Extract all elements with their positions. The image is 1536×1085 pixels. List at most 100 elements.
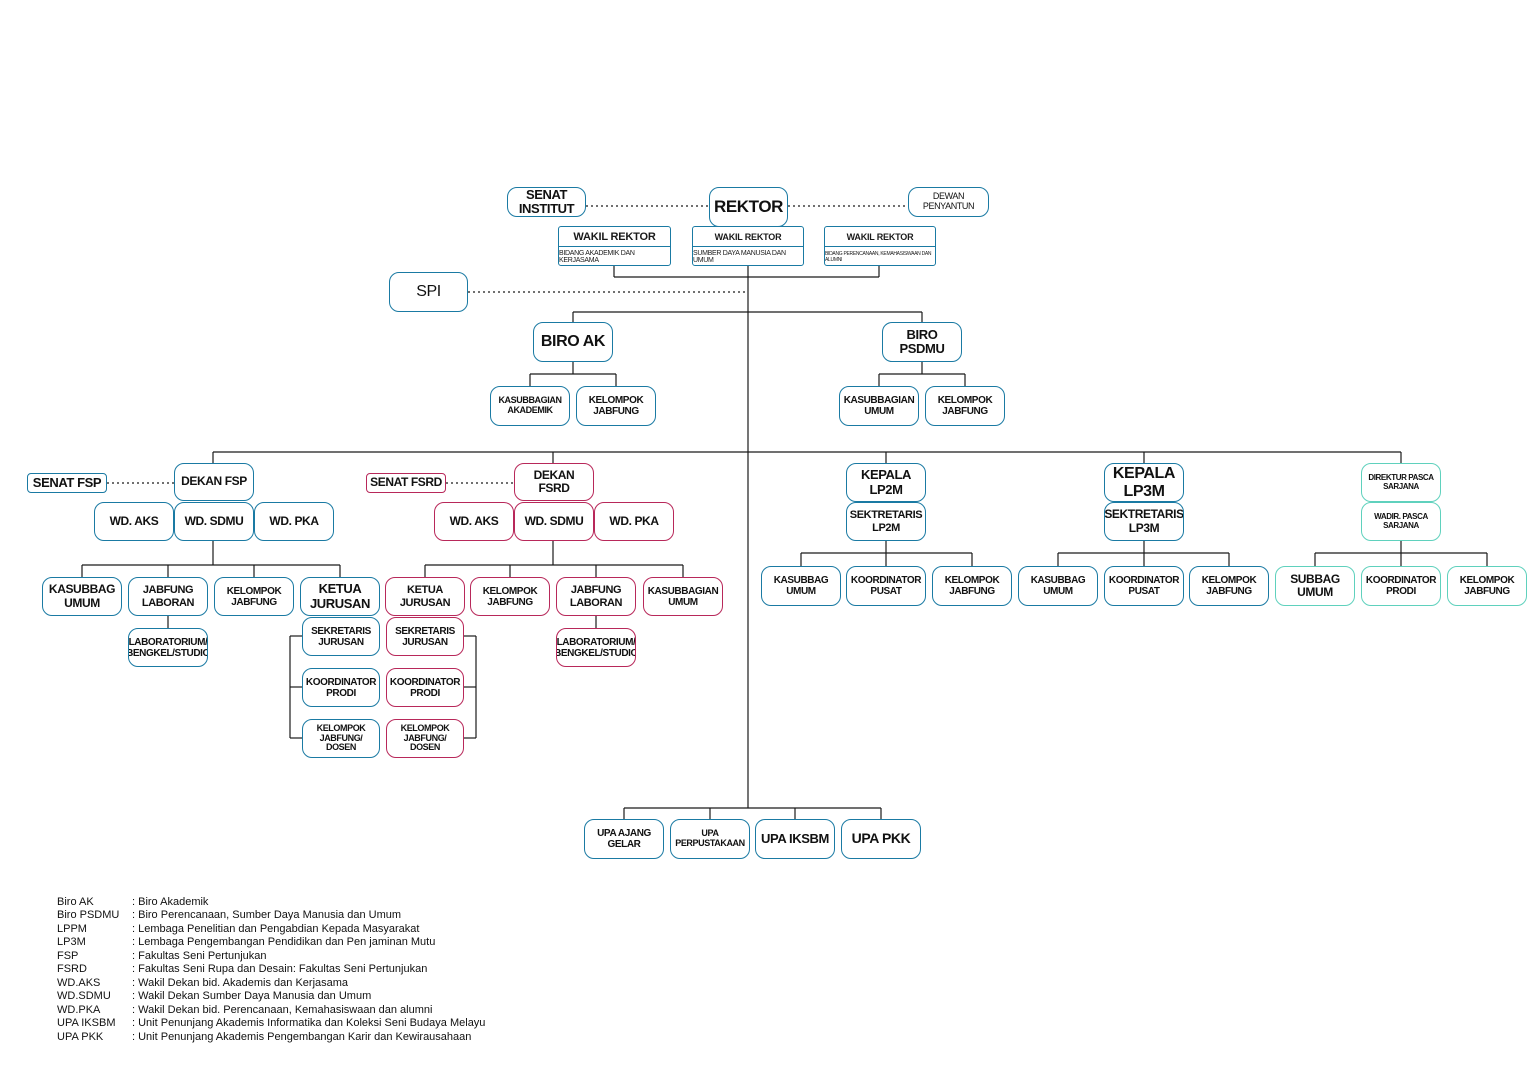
ketua-jurusan-box: KETUA JURUSAN bbox=[385, 577, 465, 616]
legend-key: UPA IKSBM bbox=[57, 1017, 116, 1030]
wakil-rektor-3: WAKIL REKTOR BIDANG PERENCANAAN, KEMAHAS… bbox=[824, 226, 936, 266]
kelompok-jabfung-dosen-box: KELOMPOK JABFUNG/ DOSEN bbox=[302, 719, 380, 758]
sekretaris-lp2m-box: SEKTRETARIS LP2M bbox=[846, 502, 926, 541]
legend-row: WD.SDMU : Wakil Dekan Sumber Daya Manusia… bbox=[57, 990, 485, 1004]
direktur-pasca-box: DIREKTUR PASCA SARJANA bbox=[1361, 463, 1441, 502]
legend-value: : Unit Penunjang Akademis Informatika da… bbox=[132, 1017, 486, 1030]
legend-value: : Wakil Dekan bid. Perencanaan, Kemahasi… bbox=[132, 1003, 433, 1016]
dewan-penyantun-box: DEWAN PENYANTUN bbox=[908, 187, 989, 217]
subbag-umum-box: SUBBAG UMUM bbox=[1275, 566, 1355, 606]
wakil-rektor-2-sub: SUMBER DAYA MANUSIA DAN UMUM bbox=[693, 249, 786, 264]
kasubbagian-akademik-box: KASUBBAGIAN AKADEMIK bbox=[490, 386, 570, 426]
legend-row: WD.AKS : Wakil Dekan bid. Akademis dan Ke… bbox=[57, 976, 485, 990]
kepala-lp3m-box: KEPALA LP3M bbox=[1104, 463, 1184, 502]
legend-value: : Lembaga Pengembangan Pendidikan dan Pe… bbox=[132, 936, 436, 949]
legend-row: LP3M : Lembaga Pengembangan Pendidikan da… bbox=[57, 936, 485, 950]
jabfung-laboran-box: JABFUNG LABORAN bbox=[556, 577, 636, 616]
senat-institut-box: SENAT INSTITUT bbox=[507, 187, 586, 217]
legend-key: FSP bbox=[57, 949, 79, 962]
legend-key: LP3M bbox=[57, 936, 86, 949]
legend-value: : Wakil Dekan bid. Akademis dan Kerjasam… bbox=[132, 976, 349, 989]
legend-row: Biro AK : Biro Akademik bbox=[57, 895, 485, 909]
sekretaris-jurusan-box: SEKRETARIS JURUSAN bbox=[386, 617, 464, 656]
legend-row: UPA PKK : Unit Penunjang Akademis Pengemb… bbox=[57, 1030, 485, 1044]
kasubbag-umum-box: KASUBBAG UMUM bbox=[1018, 566, 1098, 606]
legend-value: : Lembaga Penelitian dan Pengabdian Kepa… bbox=[132, 922, 420, 935]
wd-aks-box: WD. AKS bbox=[434, 502, 514, 541]
koordinator-prodi-box: KOORDINATOR PRODI bbox=[302, 668, 380, 707]
legend-value: : Fakultas Seni Rupa dan Desain: Fakulta… bbox=[132, 963, 428, 976]
kepala-lp2m-box: KEPALA LP2M bbox=[846, 463, 926, 502]
laboratorium-box: LABORATORIUM/ BENGKEL/STUDIO bbox=[556, 628, 636, 667]
wakil-rektor-1-title: WAKIL REKTOR bbox=[559, 227, 670, 247]
kelompok-jabfung-box: KELOMPOK JABFUNG bbox=[932, 566, 1012, 606]
kelompok-jabfung-box: KELOMPOK JABFUNG bbox=[470, 577, 550, 616]
legend-row: Biro PSDMU : Biro Perencanaan, Sumber Day… bbox=[57, 909, 485, 923]
kasubbag-umum-box: KASUBBAG UMUM bbox=[761, 566, 841, 606]
wakil-rektor-2-title: WAKIL REKTOR bbox=[693, 227, 803, 247]
wakil-rektor-1-sub: BIDANG AKADEMIK DAN KERJASAMA bbox=[559, 249, 635, 264]
legend-value: : Unit Penunjang Akademis Pengembangan K… bbox=[132, 1030, 472, 1043]
upa-perpustakaan-box: UPA PERPUSTAKAAN bbox=[670, 819, 750, 859]
legend-key: WD.PKA bbox=[57, 1003, 101, 1016]
koordinator-prodi-box: KOORDINATOR PRODI bbox=[386, 668, 464, 707]
dekan-fsp-box: DEKAN FSP bbox=[174, 463, 254, 501]
wd-pka-box: WD. PKA bbox=[594, 502, 674, 541]
legend-key: FSRD bbox=[57, 963, 87, 976]
wd-pka-box: WD. PKA bbox=[254, 502, 334, 541]
kasubbagian-umum-box: KASUBBAGIAN UMUM bbox=[839, 386, 919, 426]
legend-row: WD.PKA : Wakil Dekan bid. Perencanaan, Ke… bbox=[57, 1003, 485, 1017]
laboratorium-box: LABORATORIUM/ BENGKEL/STUDIO bbox=[128, 628, 208, 667]
sekretaris-lp3m-box: SEKTRETARIS LP3M bbox=[1104, 502, 1184, 541]
legend-key: LPPM bbox=[57, 922, 87, 935]
wakil-rektor-2: WAKIL REKTOR SUMBER DAYA MANUSIA DAN UMU… bbox=[692, 226, 804, 266]
kelompok-jabfung-box: KELOMPOK JABFUNG bbox=[1447, 566, 1527, 606]
wd-aks-box: WD. AKS bbox=[94, 502, 174, 541]
upa-iksbm-box: UPA IKSBM bbox=[755, 819, 835, 859]
jabfung-laboran-box: JABFUNG LABORAN bbox=[128, 577, 208, 616]
koordinator-pusat-box: KOORDINATOR PUSAT bbox=[846, 566, 926, 606]
kasubbag-umum-box: KASUBBAG UMUM bbox=[42, 577, 122, 616]
koordinator-prodi-box: KOORDINATOR PRODI bbox=[1361, 566, 1441, 606]
wd-sdmu-box: WD. SDMU bbox=[514, 502, 594, 541]
ketua-jurusan-box: KETUA JURUSAN bbox=[300, 577, 380, 616]
legend-row: FSP : Fakultas Seni Pertunjukan bbox=[57, 949, 485, 963]
legend-key: Biro AK bbox=[57, 895, 94, 908]
legend-key: WD.SDMU bbox=[57, 990, 111, 1003]
sekretaris-jurusan-box: SEKRETARIS JURUSAN bbox=[302, 617, 380, 656]
upa-ajang-gelar-box: UPA AJANG GELAR bbox=[584, 819, 664, 859]
senat-fsrd-box: SENAT FSRD bbox=[366, 473, 446, 493]
biro-ak-box: BIRO AK bbox=[533, 322, 613, 362]
kelompok-jabfung-box: KELOMPOK JABFUNG bbox=[576, 386, 656, 426]
wadir-pasca-box: WADIR. PASCA SARJANA bbox=[1361, 502, 1441, 541]
legend-key: WD.AKS bbox=[57, 976, 101, 989]
koordinator-pusat-box: KOORDINATOR PUSAT bbox=[1104, 566, 1184, 606]
kelompok-jabfung-box: KELOMPOK JABFUNG bbox=[1189, 566, 1269, 606]
rektor-box: REKTOR bbox=[709, 187, 788, 227]
wakil-rektor-1: WAKIL REKTOR BIDANG AKADEMIK DAN KERJASA… bbox=[558, 226, 671, 266]
kasubbagian-umum-box: KASUBBAGIAN UMUM bbox=[643, 577, 723, 616]
legend-value: : Biro Akademik bbox=[132, 895, 209, 908]
senat-fsp-box: SENAT FSP bbox=[27, 473, 107, 493]
wakil-rektor-3-sub: BIDANG PERENCANAAN, KEMAHASISWAAN DAN AL… bbox=[825, 250, 932, 263]
kelompok-jabfung-box: KELOMPOK JABFUNG bbox=[925, 386, 1005, 426]
legend-value: : Wakil Dekan Sumber Daya Manusia dan Um… bbox=[132, 990, 372, 1003]
legend-row: FSRD : Fakultas Seni Rupa dan Desain: Fak… bbox=[57, 963, 485, 977]
legend-value: : Fakultas Seni Pertunjukan bbox=[132, 949, 267, 962]
dekan-fsrd-box: DEKAN FSRD bbox=[514, 463, 594, 501]
wakil-rektor-3-title: WAKIL REKTOR bbox=[825, 227, 935, 247]
legend-key: Biro PSDMU bbox=[57, 909, 120, 922]
legend-key: UPA PKK bbox=[57, 1030, 104, 1043]
spi-box: SPI bbox=[389, 272, 468, 312]
upa-pkk-box: UPA PKK bbox=[841, 819, 921, 859]
legend-row: LPPM : Lembaga Penelitian dan Pengabdian … bbox=[57, 922, 485, 936]
kelompok-jabfung-box: KELOMPOK JABFUNG bbox=[214, 577, 294, 616]
wd-sdmu-box: WD. SDMU bbox=[174, 502, 254, 541]
biro-psdmu-box: BIRO PSDMU bbox=[882, 322, 962, 362]
legend-row: UPA IKSBM : Unit Penunjang Akademis Infor… bbox=[57, 1017, 485, 1031]
kelompok-jabfung-dosen-box: KELOMPOK JABFUNG/ DOSEN bbox=[386, 719, 464, 758]
legend-value: : Biro Perencanaan, Sumber Daya Manusia … bbox=[132, 909, 402, 922]
